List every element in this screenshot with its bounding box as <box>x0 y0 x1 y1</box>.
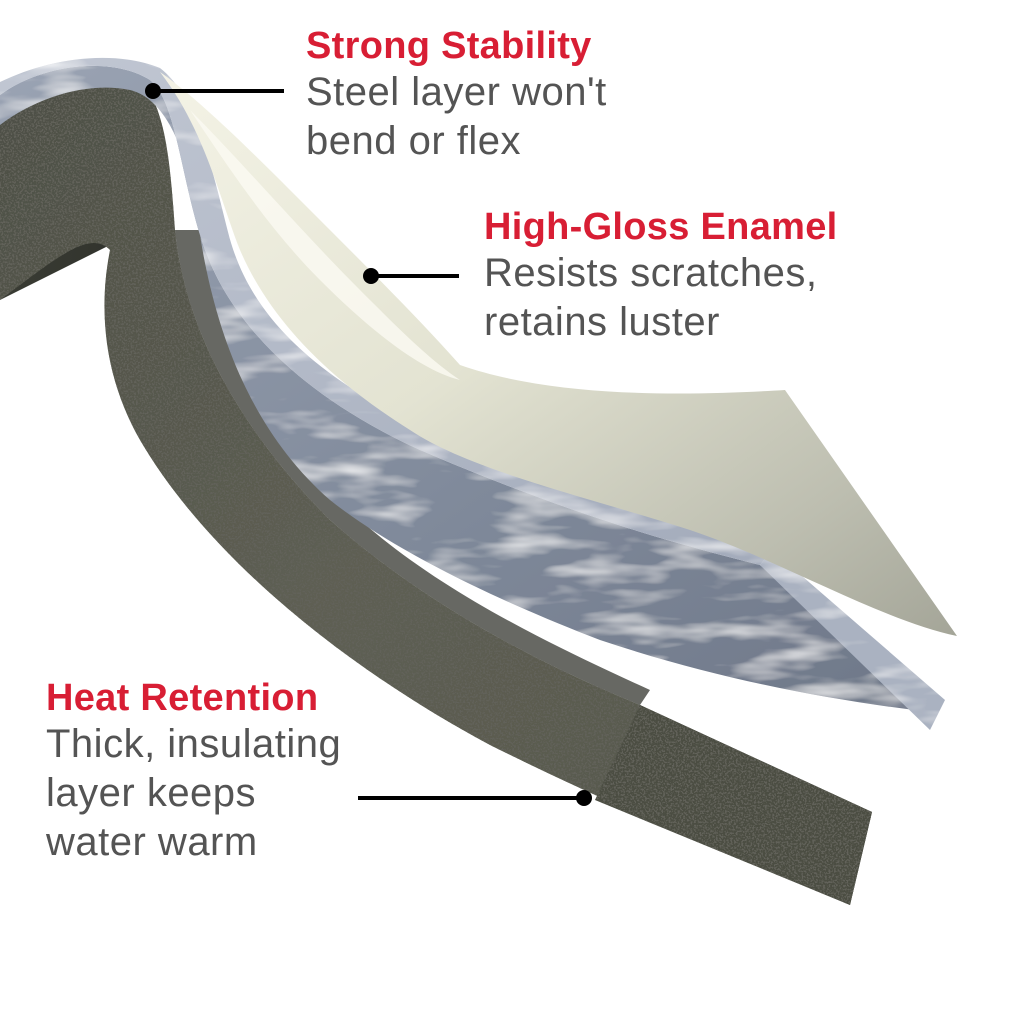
leader-heat-retention <box>358 790 592 806</box>
callout-title: High-Gloss Enamel <box>484 206 838 248</box>
enamel-layer <box>160 72 957 636</box>
callout-high-gloss-enamel: High-Gloss Enamel Resists scratches, ret… <box>484 205 838 347</box>
callout-description: Resists scratches, retains luster <box>484 251 818 344</box>
leader-high-gloss-enamel <box>363 268 459 284</box>
callout-strong-stability: Strong Stability Steel layer won't bend … <box>306 24 607 166</box>
steel-layer <box>0 65 930 713</box>
leader-strong-stability <box>145 83 284 99</box>
callout-dot-icon <box>145 83 161 99</box>
steel-layer-end-bevel <box>760 550 945 730</box>
callout-heat-retention: Heat Retention Thick, insulating layer k… <box>46 676 341 867</box>
callout-title: Heat Retention <box>46 677 319 719</box>
callout-dot-icon <box>363 268 379 284</box>
callout-dot-icon <box>576 790 592 806</box>
callout-title: Strong Stability <box>306 25 592 67</box>
callout-description: Steel layer won't bend or flex <box>306 70 607 163</box>
callout-description: Thick, insulating layer keeps water warm <box>46 722 342 864</box>
steel-layer-edge <box>0 57 772 566</box>
foam-layer-end-cap <box>595 705 872 905</box>
